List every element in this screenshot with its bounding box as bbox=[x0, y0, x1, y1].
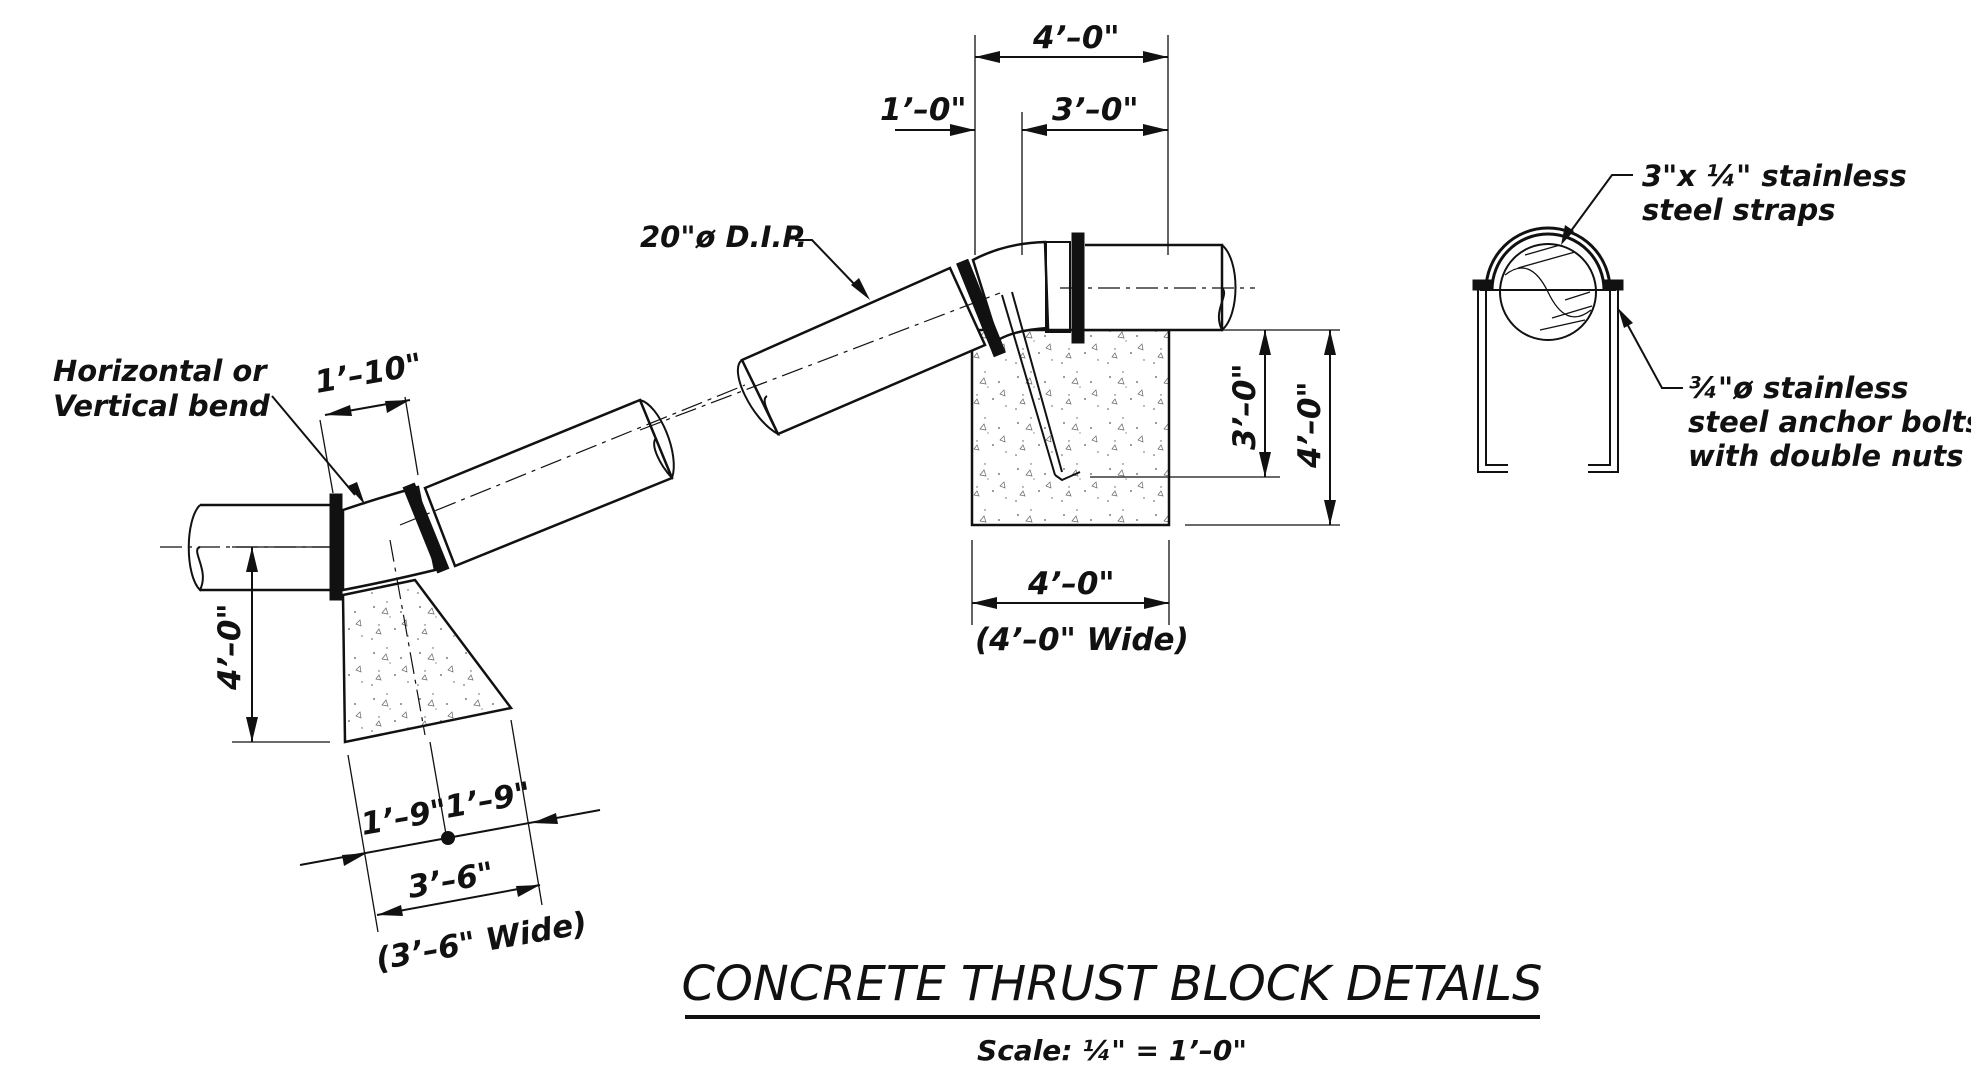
right-dim-block-height: 4’–0" bbox=[1292, 381, 1328, 469]
right-dim-top-right: 3’–0" bbox=[1052, 92, 1139, 128]
bend-note-line2: Vertical bend bbox=[53, 389, 270, 423]
drawing-title: CONCRETE THRUST BLOCK DETAILS bbox=[682, 956, 1543, 1012]
right-concrete-block bbox=[970, 328, 1171, 527]
left-concrete-block bbox=[341, 578, 514, 744]
bolt-note-line2: steel anchor bolts bbox=[1688, 405, 1971, 439]
anchor-bolt-left bbox=[1477, 285, 1508, 473]
left-dim-base: 3’–6" bbox=[405, 855, 497, 905]
left-base-center-dot bbox=[441, 831, 455, 845]
left-flange-2 bbox=[402, 482, 450, 574]
left-dim-half-right: 1’–9" bbox=[442, 775, 534, 825]
left-sloped-pipe bbox=[423, 398, 674, 568]
right-dim-base-width: (4’–0" Wide) bbox=[975, 622, 1189, 658]
right-dim-top-total: 4’–0" bbox=[1032, 20, 1120, 56]
left-bend-fitting bbox=[341, 485, 437, 592]
right-dim-bolt-depth: 3’–0" bbox=[1227, 363, 1263, 450]
bolt-note-line3: with double nuts bbox=[1688, 439, 1964, 473]
left-bend-detail: Horizontal or Vertical bend 1’–10" 4’–0"… bbox=[53, 347, 746, 978]
right-block-detail: 20"ø D.I.P. 4’–0" 1’–0" 3’–0" 3’–0" 4’–0… bbox=[639, 20, 1340, 658]
left-dim-base-width: (3’–6" Wide) bbox=[373, 905, 590, 978]
pipe-section bbox=[1499, 243, 1597, 341]
right-dim-top-left: 1’–0" bbox=[880, 92, 967, 128]
bend-note-line1: Horizontal or bbox=[53, 354, 268, 388]
strap-note-line2: steel straps bbox=[1642, 193, 1836, 227]
strap-note-line1: 3"x ¼" stainless bbox=[1642, 159, 1907, 193]
left-dim-bend-length: 1’–10" bbox=[312, 347, 425, 401]
anchor-bolt-right bbox=[1588, 285, 1619, 473]
title-block: CONCRETE THRUST BLOCK DETAILS Scale: ¼" … bbox=[682, 956, 1543, 1067]
right-dim-base: 4’–0" bbox=[1027, 566, 1115, 602]
left-dim-height: 4’–0" bbox=[212, 603, 248, 691]
left-dim-half-left: 1’–9" bbox=[358, 792, 450, 842]
right-flange-1 bbox=[956, 258, 1006, 358]
pipe-note: 20"ø D.I.P. bbox=[640, 220, 807, 254]
steel-strap bbox=[1490, 232, 1606, 291]
drawing-scale: Scale: ¼" = 1’–0" bbox=[977, 1034, 1247, 1067]
bolt-note-line1: ¾"ø stainless bbox=[1688, 371, 1909, 405]
strap-detail: 3"x ¼" stainless steel straps ¾"ø stainl… bbox=[1472, 159, 1971, 473]
